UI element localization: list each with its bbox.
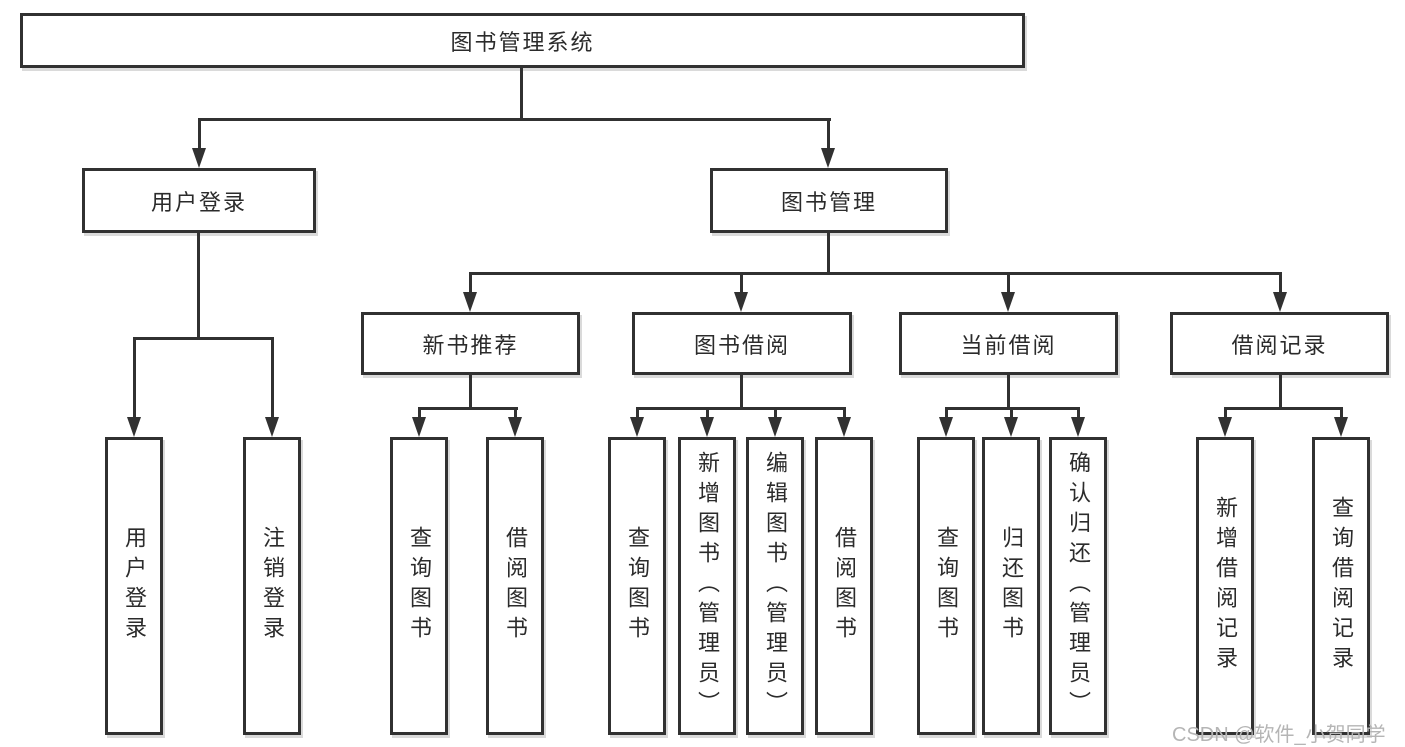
arrowhead-down-icon bbox=[1001, 292, 1015, 312]
node-new-book-recommendation: 新书推荐 bbox=[361, 312, 580, 375]
arrowhead-down-icon bbox=[1334, 417, 1348, 437]
leaf-label: 借阅图书 bbox=[832, 526, 857, 646]
arrowhead-down-icon bbox=[1071, 417, 1085, 437]
connector-vline bbox=[1077, 407, 1080, 419]
connector-vline bbox=[827, 118, 830, 152]
connector-vline bbox=[1279, 375, 1282, 410]
connector-hline bbox=[1224, 407, 1343, 410]
leaf-label: 查询借阅记录 bbox=[1329, 496, 1354, 676]
connector-vline bbox=[133, 337, 136, 419]
leaf-confirm-return-admin: 确认归还（管理员） bbox=[1049, 437, 1107, 735]
leaf-edit-book-admin: 编辑图书（管理员） bbox=[746, 437, 804, 735]
leaf-user-login: 用户登录 bbox=[105, 437, 163, 735]
node-book-borrowing: 图书借阅 bbox=[632, 312, 852, 375]
connector-hline bbox=[418, 407, 518, 410]
leaf-add-book-admin: 新增图书（管理员） bbox=[678, 437, 736, 735]
connector-vline bbox=[418, 407, 421, 419]
connector-vline bbox=[1010, 407, 1013, 419]
connector-vline bbox=[197, 233, 200, 340]
leaf-label: 确认归还（管理员） bbox=[1066, 451, 1091, 721]
connector-vline bbox=[945, 407, 948, 419]
arrowhead-down-icon bbox=[1273, 292, 1287, 312]
leaf-label: 用户登录 bbox=[122, 526, 147, 646]
node-label: 新书推荐 bbox=[422, 332, 519, 358]
leaf-label: 查询图书 bbox=[934, 526, 959, 646]
node-label: 借阅记录 bbox=[1231, 332, 1328, 358]
leaf-borrow-books-borrowing: 借阅图书 bbox=[815, 437, 873, 735]
arrowhead-down-icon bbox=[508, 417, 522, 437]
connector-vline bbox=[843, 407, 846, 419]
arrowhead-down-icon bbox=[734, 292, 748, 312]
connector-vline bbox=[774, 407, 777, 419]
arrowhead-down-icon bbox=[630, 417, 644, 437]
leaf-label: 归还图书 bbox=[999, 526, 1024, 646]
node-current-borrowing: 当前借阅 bbox=[899, 312, 1118, 375]
connector-hline bbox=[198, 118, 831, 121]
connector-vline bbox=[1279, 272, 1282, 294]
arrowhead-down-icon bbox=[127, 417, 141, 437]
node-label: 当前借阅 bbox=[960, 332, 1057, 358]
leaf-borrow-books-recommend: 借阅图书 bbox=[486, 437, 544, 735]
node-borrowing-records: 借阅记录 bbox=[1170, 312, 1389, 375]
connector-vline bbox=[827, 233, 830, 275]
connector-vline bbox=[1340, 407, 1343, 419]
leaf-label: 编辑图书（管理员） bbox=[763, 451, 788, 721]
arrowhead-down-icon bbox=[939, 417, 953, 437]
node-library-management-system: 图书管理系统 bbox=[20, 13, 1025, 68]
leaf-label: 新增图书（管理员） bbox=[695, 451, 720, 721]
leaf-label: 查询图书 bbox=[407, 526, 432, 646]
node-label: 图书管理系统 bbox=[450, 29, 595, 55]
leaf-logout: 注销登录 bbox=[243, 437, 301, 735]
arrowhead-down-icon bbox=[837, 417, 851, 437]
arrowhead-down-icon bbox=[700, 417, 714, 437]
connector-vline bbox=[740, 272, 743, 294]
leaf-return-books: 归还图书 bbox=[982, 437, 1040, 735]
watermark: CSDN @软件_小贺同学 bbox=[1172, 724, 1386, 746]
arrowhead-down-icon bbox=[1004, 417, 1018, 437]
leaf-label: 借阅图书 bbox=[503, 526, 528, 646]
connector-vline bbox=[514, 407, 517, 419]
connector-vline bbox=[740, 375, 743, 410]
arrowhead-down-icon bbox=[821, 148, 835, 168]
node-label: 图书管理 bbox=[780, 189, 877, 215]
connector-vline bbox=[271, 337, 274, 419]
leaf-query-books-recommend: 查询图书 bbox=[390, 437, 448, 735]
node-label: 图书借阅 bbox=[693, 332, 790, 358]
leaf-query-books-current: 查询图书 bbox=[917, 437, 975, 735]
arrowhead-down-icon bbox=[412, 417, 426, 437]
connector-hline bbox=[133, 337, 274, 340]
connector-vline bbox=[636, 407, 639, 419]
node-label: 用户登录 bbox=[150, 189, 247, 215]
arrowhead-down-icon bbox=[1218, 417, 1232, 437]
connector-vline bbox=[520, 68, 523, 121]
arrowhead-down-icon bbox=[768, 417, 782, 437]
connector-vline bbox=[1007, 375, 1010, 410]
leaf-add-borrow-record: 新增借阅记录 bbox=[1196, 437, 1254, 735]
connector-vline bbox=[469, 272, 472, 294]
arrowhead-down-icon bbox=[192, 148, 206, 168]
node-user-login: 用户登录 bbox=[82, 168, 316, 233]
connector-vline bbox=[1224, 407, 1227, 419]
connector-hline bbox=[469, 272, 1282, 275]
leaf-label: 新增借阅记录 bbox=[1213, 496, 1238, 676]
connector-vline bbox=[469, 375, 472, 410]
leaf-query-borrow-record: 查询借阅记录 bbox=[1312, 437, 1370, 735]
connector-vline bbox=[198, 118, 201, 152]
connector-vline bbox=[1007, 272, 1010, 294]
arrowhead-down-icon bbox=[265, 417, 279, 437]
leaf-label: 注销登录 bbox=[260, 526, 285, 646]
connector-hline bbox=[636, 407, 846, 410]
leaf-query-books-borrowing: 查询图书 bbox=[608, 437, 666, 735]
arrowhead-down-icon bbox=[463, 292, 477, 312]
leaf-label: 查询图书 bbox=[625, 526, 650, 646]
node-book-management: 图书管理 bbox=[710, 168, 948, 233]
connector-vline bbox=[706, 407, 709, 419]
